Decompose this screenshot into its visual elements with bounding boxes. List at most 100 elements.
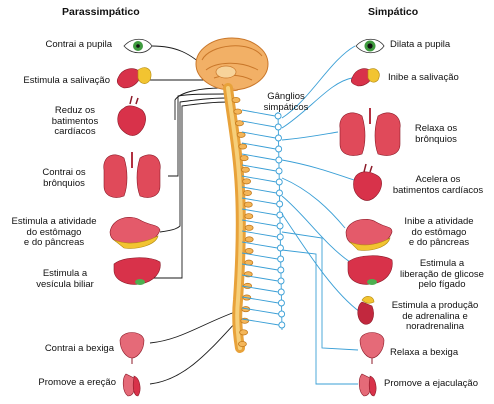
- vertebra: [241, 166, 250, 173]
- eye-icon: [355, 38, 385, 54]
- ganglion-connector: [241, 219, 278, 227]
- para-label-bronchi: Contrai os brônquios: [30, 167, 98, 189]
- para-label-gallbladder: Estimula a vesícula biliar: [20, 268, 110, 290]
- label-line: Estimula a: [42, 268, 88, 279]
- ganglion-connector: [241, 186, 277, 194]
- genitals-icon: [358, 373, 377, 397]
- label-line: Acelera os: [415, 174, 461, 185]
- ganglion: [275, 156, 283, 164]
- label-line: batimentos cardíacos: [392, 184, 484, 196]
- adrenal-kidney-icon: [357, 296, 375, 325]
- ganglia-label-line-1: Gânglios: [267, 91, 305, 102]
- vertebra: [242, 178, 251, 185]
- label-line: Contrai os: [42, 167, 86, 178]
- label-line: Estimula a salivação: [23, 75, 110, 86]
- para-label-stomach: Estimula a atividade do estômago e do pâ…: [2, 216, 106, 249]
- label-line: e do pâncreas: [408, 237, 470, 248]
- ganglion-connector: [241, 208, 277, 216]
- label-line: Estimula a produção: [391, 300, 479, 311]
- para-label-heart: Reduz os batimentos cardíacos: [40, 105, 110, 138]
- heart-icon: [353, 163, 382, 201]
- ganglion: [276, 233, 284, 241]
- ganglion: [276, 200, 284, 208]
- label-line: brônquios: [415, 133, 457, 145]
- vertebra: [235, 120, 244, 127]
- label-line: cardíacos: [54, 126, 96, 137]
- right-organs: [339, 38, 401, 397]
- label-line: batimentos: [51, 115, 99, 127]
- eye-icon: [123, 38, 153, 54]
- vertebra: [233, 108, 243, 115]
- label-line: do estômago: [411, 226, 467, 238]
- vertebra: [240, 317, 250, 324]
- label-line: Promove a ereção: [38, 377, 116, 388]
- sympathetic-header: Simpático: [368, 6, 419, 18]
- ganglion-connector: [241, 153, 276, 161]
- heart-icon: [117, 95, 146, 136]
- ganglion-connector: [241, 230, 278, 238]
- label-line: Reduz os: [54, 105, 96, 116]
- ganglion: [276, 222, 284, 230]
- ganglion: [274, 112, 282, 120]
- symp-label-liver: Estimula a liberação de glicose pelo fíg…: [392, 258, 492, 291]
- ganglia-label: Gânglios simpáticos: [256, 91, 316, 113]
- ganglion-connector: [241, 252, 278, 260]
- ganglion-connector: [241, 164, 277, 172]
- ganglion-connector: [241, 285, 279, 293]
- para-label-erection: Promove a ereção: [2, 377, 116, 389]
- ganglion-connector: [241, 142, 276, 150]
- vertebra: [238, 143, 248, 150]
- ganglion-connector: [241, 197, 277, 205]
- label-line: e do pâncreas: [23, 237, 85, 248]
- symp-label-adrenal: Estimula a produção de adrenalina e nora…: [382, 300, 488, 333]
- ganglion: [275, 178, 283, 186]
- symp-label-salivation: Inibe a salivação: [388, 72, 459, 84]
- label-line: Relaxa a bexiga: [390, 347, 459, 358]
- label-line: Dilata a pupila: [390, 39, 451, 50]
- ganglion-connector: [241, 175, 277, 183]
- label-line: Contrai a bexiga: [44, 343, 114, 354]
- parasympathetic-header: Parassimpático: [62, 6, 140, 18]
- ganglion-connector: [241, 296, 279, 304]
- ganglion-connector: [241, 109, 276, 117]
- sympathetic-nerve-lines: [281, 45, 361, 385]
- symp-label-bronchi: Relaxa os brônquios: [404, 123, 468, 145]
- vertebra: [238, 340, 247, 347]
- label-line: Inibe a salivação: [388, 72, 459, 83]
- ganglion: [277, 277, 285, 285]
- symp-label-pupil: Dilata a pupila: [390, 39, 451, 51]
- ganglion-connector: [241, 307, 279, 315]
- ganglion: [278, 310, 286, 318]
- ganglion-connector: [241, 120, 276, 128]
- salivary-glands-icon: [116, 67, 152, 89]
- salivary-glands-icon: [350, 68, 380, 87]
- ganglion-connector: [241, 241, 278, 249]
- label-line: Estimula a: [419, 258, 465, 269]
- ganglion: [277, 266, 285, 274]
- ganglion: [274, 123, 282, 131]
- liver-icon: [113, 257, 161, 285]
- vertebra: [243, 201, 253, 208]
- para-label-pupil: Contrai a pupila: [2, 39, 112, 51]
- symp-label-stomach: Inibe a atividade do estômago e do pâncr…: [394, 216, 484, 249]
- label-line: liberação de glicose: [400, 268, 484, 280]
- vertebra: [244, 213, 254, 220]
- vertebra: [239, 329, 248, 336]
- left-organs: [103, 38, 161, 397]
- ganglion: [277, 288, 285, 296]
- ganglion: [277, 299, 285, 307]
- ganglion: [277, 255, 285, 263]
- label-line: Inibe a atividade: [404, 216, 474, 227]
- brain-illustration: [195, 37, 269, 92]
- bladder-icon: [119, 332, 145, 364]
- sympathetic-ganglia-chain: [241, 109, 286, 331]
- ganglion-connector: [241, 318, 279, 326]
- vertebra: [244, 224, 254, 231]
- ganglion: [276, 211, 284, 219]
- spinal-cord: [223, 83, 254, 353]
- genitals-icon: [122, 373, 141, 397]
- label-line: noradrenalina: [405, 321, 465, 332]
- ganglion-connector: [241, 263, 278, 271]
- stomach-icon: [109, 217, 161, 249]
- label-line: do estômago: [26, 226, 82, 238]
